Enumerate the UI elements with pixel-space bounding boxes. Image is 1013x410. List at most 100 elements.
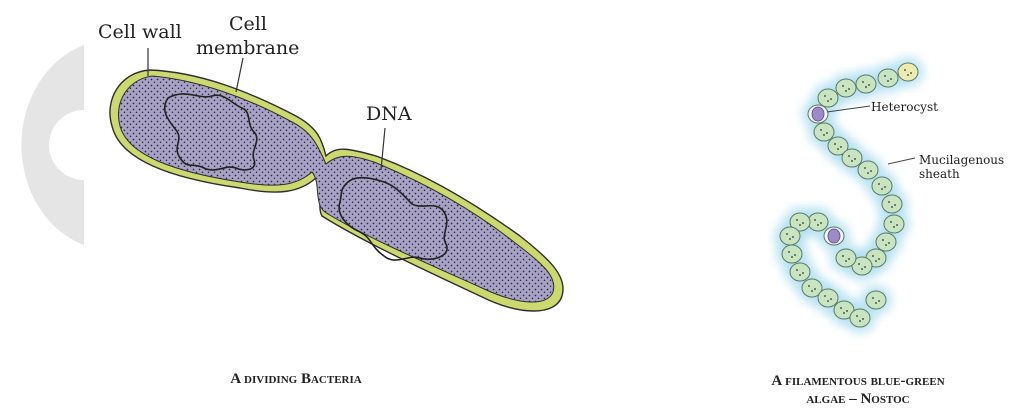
- cell-granule: [794, 254, 796, 256]
- vegetative-cell: [856, 75, 876, 93]
- cell-granule: [878, 183, 880, 185]
- cell-granule: [796, 269, 798, 271]
- label-heterocyst: Heterocyst: [871, 100, 938, 114]
- cell-granule: [887, 80, 889, 82]
- vegetative-cell: [882, 195, 902, 213]
- vegetative-cell: [876, 233, 896, 251]
- cell-granule: [875, 260, 877, 262]
- cell-granule: [846, 310, 848, 312]
- bacterium-cell: [110, 70, 563, 311]
- cell-granule: [842, 255, 844, 257]
- cell-granule: [823, 134, 825, 136]
- cell-granule: [888, 242, 890, 244]
- cell-granule: [881, 188, 883, 190]
- cell-granule: [802, 222, 804, 224]
- cell-granule: [848, 258, 850, 260]
- cell-granule: [820, 222, 822, 224]
- cell-granule: [827, 100, 829, 102]
- cell-granule: [868, 84, 870, 86]
- vegetative-cell: [790, 263, 810, 281]
- label-mucilagenous-line1: Mucilagenous: [919, 153, 1004, 167]
- label-cell-wall: Cell wall: [98, 22, 182, 43]
- cell-granule: [792, 236, 794, 238]
- cell-granule: [888, 201, 890, 203]
- cell-granule: [837, 148, 839, 150]
- cell-granule: [862, 318, 864, 320]
- vegetative-cell: [878, 69, 898, 87]
- vegetative-cell: [858, 161, 878, 179]
- cell-granule: [875, 302, 877, 304]
- cell-granule: [820, 129, 822, 131]
- nostoc-caption-line1: A filamentous blue-green: [738, 372, 978, 390]
- cell-granule: [824, 95, 826, 97]
- label-cell-membrane-line2: membrane: [196, 38, 299, 59]
- cell-granule: [890, 78, 892, 80]
- vegetative-cell: [884, 215, 904, 233]
- cell-granule: [826, 132, 828, 134]
- cell-granule: [817, 224, 819, 226]
- vegetative-cell: [836, 249, 856, 267]
- cell-granule: [824, 295, 826, 297]
- cell-granule: [799, 274, 801, 276]
- cell-granule: [854, 158, 856, 160]
- cell-granule: [796, 219, 798, 221]
- cell-granule: [885, 244, 887, 246]
- cell-granule: [840, 146, 842, 148]
- label-cell-membrane-line1: Cell: [229, 14, 267, 35]
- vegetative-cell: [818, 289, 838, 307]
- cell-granule: [904, 69, 906, 71]
- label-dna: DNA: [366, 104, 412, 125]
- vegetative-cell: [842, 149, 862, 167]
- cell-granule: [859, 320, 861, 322]
- cell-granule: [867, 172, 869, 174]
- cell-granule: [811, 290, 813, 292]
- label-mucilagenous-line2: sheath: [919, 167, 960, 181]
- cell-granule: [808, 285, 810, 287]
- vegetative-cell: [850, 309, 870, 327]
- bacteria-caption: A dividing Bacteria: [196, 370, 396, 388]
- cell-granule: [894, 204, 896, 206]
- bacteria-panel: Cell wall Cell membrane DNA A dividing B…: [0, 0, 700, 410]
- cell-granule: [814, 219, 816, 221]
- vegetative-cell: [782, 245, 802, 263]
- cell-granule: [882, 239, 884, 241]
- cell-granule: [856, 315, 858, 317]
- cell-granule: [878, 300, 880, 302]
- watermark-ring: [21, 45, 84, 245]
- cell-granule: [872, 297, 874, 299]
- cell-granule: [907, 74, 909, 76]
- cell-granule: [799, 224, 801, 226]
- cell-granule: [870, 170, 872, 172]
- cell-granule: [858, 263, 860, 265]
- nostoc-diagram: [700, 0, 1013, 410]
- cytoplasm-dots: [118, 76, 553, 302]
- cell-granule: [786, 233, 788, 235]
- cell-granule: [861, 268, 863, 270]
- vegetative-cell: [780, 227, 800, 245]
- heterocyst-core: [812, 107, 824, 121]
- vegetative-cell: [814, 123, 834, 141]
- vegetative-cell: [808, 213, 828, 231]
- nostoc-panel: Heterocyst Mucilagenous sheath A filamen…: [700, 0, 1013, 410]
- vegetative-cell: [898, 63, 918, 81]
- cell-granule: [848, 155, 850, 157]
- cell-granule: [862, 81, 864, 83]
- cell-granule: [884, 75, 886, 77]
- cell-granule: [864, 167, 866, 169]
- cell-granule: [830, 298, 832, 300]
- cell-granule: [851, 160, 853, 162]
- cell-granule: [865, 86, 867, 88]
- vegetative-cell: [866, 291, 886, 309]
- nostoc-caption-line2: algae – Nostoc: [738, 390, 978, 408]
- cell-granule: [910, 72, 912, 74]
- cell-granule: [872, 255, 874, 257]
- cell-granule: [848, 88, 850, 90]
- cell-granule: [845, 260, 847, 262]
- cell-granule: [891, 206, 893, 208]
- cell-granule: [827, 300, 829, 302]
- cell-granule: [791, 256, 793, 258]
- mucilagenous-sheath: [774, 57, 924, 333]
- cell-granule: [814, 288, 816, 290]
- cell-granule: [843, 312, 845, 314]
- cell-granule: [864, 266, 866, 268]
